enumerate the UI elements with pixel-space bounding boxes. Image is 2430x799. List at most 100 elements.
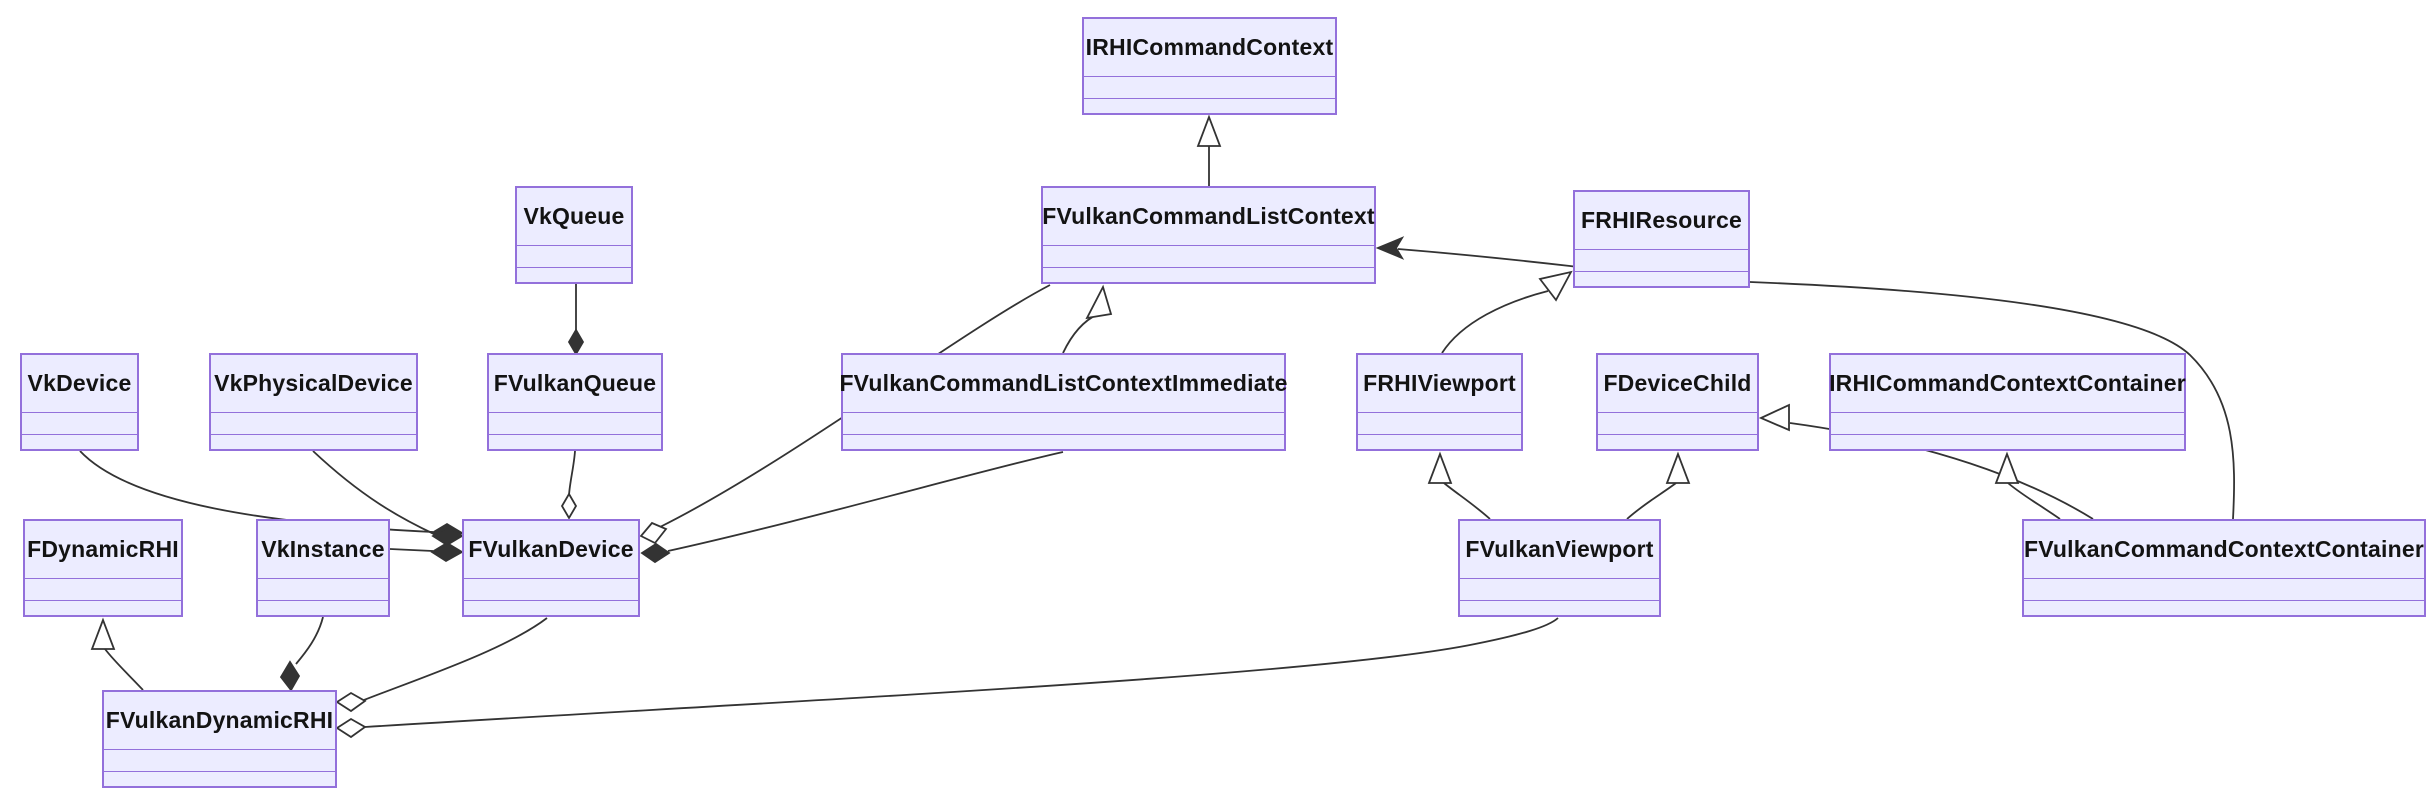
class-attributes-FRHIViewport (1358, 412, 1521, 434)
class-methods-VkInstance (258, 600, 388, 615)
composition-diamond-icon (567, 328, 585, 356)
class-attributes-IRHICommandContext (1084, 76, 1335, 98)
class-methods-IRHICommandContext (1084, 98, 1335, 113)
class-methods-FVulkanCommandContextContainer (2024, 600, 2424, 615)
class-methods-VkPhysicalDevice (211, 434, 416, 449)
class-attributes-VkDevice (22, 412, 137, 434)
aggregation-diamond-icon (335, 717, 367, 739)
class-methods-FVulkanDynamicRHI (104, 771, 335, 786)
class-box-FVulkanCommandListContext: FVulkanCommandListContext (1041, 186, 1376, 284)
class-methods-VkDevice (22, 434, 137, 449)
class-methods-FDeviceChild (1598, 434, 1757, 449)
edge-FVulkanDynamicRHI-FVulkanDevice (363, 617, 548, 701)
class-attributes-FDeviceChild (1598, 412, 1757, 434)
class-attributes-VkQueue (517, 245, 631, 267)
edge-FRHIViewport-FRHIResource (1441, 290, 1549, 354)
inheritance-triangle-icon (1196, 114, 1222, 147)
composition-diamond-icon (640, 542, 671, 564)
class-methods-FVulkanCommandListContext (1043, 267, 1374, 282)
class-title-FRHIViewport: FRHIViewport (1363, 370, 1516, 396)
class-attributes-VkPhysicalDevice (211, 412, 416, 434)
class-box-IRHICommandContext: IRHICommandContext (1082, 17, 1337, 115)
class-title-VkPhysicalDevice: VkPhysicalDevice (214, 370, 413, 396)
class-methods-IRHICommandContextContainer (1831, 434, 2184, 449)
class-title-FVulkanQueue: FVulkanQueue (493, 370, 657, 396)
class-attributes-FRHIResource (1575, 249, 1748, 271)
class-title-FDeviceChild: FDeviceChild (1603, 370, 1752, 396)
class-box-VkInstance: VkInstance (256, 519, 390, 617)
class-box-FRHIResource: FRHIResource (1573, 190, 1750, 288)
class-box-FDeviceChild: FDeviceChild (1596, 353, 1759, 451)
class-title-IRHICommandContext: IRHICommandContext (1085, 34, 1334, 60)
class-methods-FVulkanCommandListContextImmediate (843, 434, 1284, 449)
edge-FVulkanCommandListContextImmediate-FVulkanCommandListContext (1062, 313, 1099, 354)
edge-FVulkanDevice-VkInstance (389, 548, 434, 552)
class-title-VkInstance: VkInstance (261, 536, 385, 562)
edge-FVulkanViewport-FDeviceChild (1626, 482, 1677, 520)
class-box-FRHIViewport: FRHIViewport (1356, 353, 1523, 451)
class-box-FVulkanViewport: FVulkanViewport (1458, 519, 1661, 617)
class-title-FRHIResource: FRHIResource (1581, 207, 1742, 233)
class-title-FVulkanCommandListContextImmediate: FVulkanCommandListContextImmediate (839, 370, 1288, 396)
edge-FVulkanViewport-FRHIViewport (1443, 482, 1491, 520)
class-box-FVulkanCommandListContextImmediate: FVulkanCommandListContextImmediate (839, 353, 1288, 451)
class-attributes-FDynamicRHI (25, 578, 181, 600)
class-title-FVulkanViewport: FVulkanViewport (1465, 536, 1654, 562)
edge-FVulkanDynamicRHI-VkInstance (295, 616, 324, 665)
inheritance-triangle-icon (1665, 451, 1691, 484)
aggregation-diamond-icon (560, 492, 578, 520)
class-attributes-FVulkanCommandContextContainer (2024, 578, 2424, 600)
edge-FVulkanCommandContextContainer-FVulkanCommandListContext (1397, 248, 2235, 520)
composition-diamond-icon (430, 541, 464, 563)
aggregation-diamond-icon (335, 691, 367, 713)
class-title-FDynamicRHI: FDynamicRHI (27, 536, 179, 562)
inheritance-triangle-icon (90, 617, 116, 650)
class-title-IRHICommandContextContainer: IRHICommandContextContainer (1829, 370, 2186, 396)
inheritance-triangle-icon (1994, 451, 2020, 484)
composition-diamond-icon (279, 660, 301, 692)
class-title-FVulkanCommandListContext: FVulkanCommandListContext (1042, 203, 1375, 229)
class-attributes-FVulkanDynamicRHI (104, 749, 335, 771)
class-methods-FRHIViewport (1358, 434, 1521, 449)
class-attributes-VkInstance (258, 578, 388, 600)
inheritance-triangle-icon (1427, 451, 1453, 484)
class-box-FVulkanDynamicRHI: FVulkanDynamicRHI (102, 690, 337, 788)
edge-FVulkanDynamicRHI-FDynamicRHI (104, 648, 144, 691)
edge-FVulkanDevice-VkPhysicalDevice (312, 450, 435, 535)
class-attributes-FVulkanDevice (464, 578, 638, 600)
class-attributes-FVulkanQueue (489, 412, 661, 434)
inheritance-triangle-icon (1538, 270, 1573, 302)
class-box-VkDevice: VkDevice (20, 353, 139, 451)
class-methods-FDynamicRHI (25, 600, 181, 615)
class-attributes-FVulkanViewport (1460, 578, 1659, 600)
inheritance-triangle-icon (1758, 403, 1790, 432)
class-title-FVulkanCommandContextContainer: FVulkanCommandContextContainer (2024, 536, 2425, 562)
class-title-VkQueue: VkQueue (523, 203, 625, 229)
class-methods-FVulkanDevice (464, 600, 638, 615)
class-box-FDynamicRHI: FDynamicRHI (23, 519, 183, 617)
class-box-FVulkanCommandContextContainer: FVulkanCommandContextContainer (2022, 519, 2426, 617)
class-box-VkQueue: VkQueue (515, 186, 633, 284)
edge-FVulkanDevice-FVulkanCommandListContextImmediate (667, 451, 1064, 552)
class-box-VkPhysicalDevice: VkPhysicalDevice (209, 353, 418, 451)
aggregation-diamond-icon (639, 521, 668, 545)
composition-diamond-icon (431, 525, 464, 547)
class-methods-FRHIResource (1575, 271, 1748, 286)
class-title-FVulkanDynamicRHI: FVulkanDynamicRHI (105, 707, 334, 733)
class-attributes-FVulkanCommandListContext (1043, 245, 1374, 267)
edge-FVulkanDynamicRHI-FVulkanViewport (364, 617, 1559, 728)
class-attributes-FVulkanCommandListContextImmediate (843, 412, 1284, 434)
inheritance-triangle-icon (1085, 284, 1113, 320)
class-methods-VkQueue (517, 267, 631, 282)
class-box-FVulkanQueue: FVulkanQueue (487, 353, 663, 451)
class-methods-FVulkanViewport (1460, 600, 1659, 615)
class-title-VkDevice: VkDevice (27, 370, 132, 396)
class-attributes-IRHICommandContextContainer (1831, 412, 2184, 434)
class-box-FVulkanDevice: FVulkanDevice (462, 519, 640, 617)
class-box-IRHICommandContextContainer: IRHICommandContextContainer (1829, 353, 2186, 451)
edge-FVulkanCommandContextContainer-IRHICommandContextContainer (2007, 482, 2061, 520)
edge-FVulkanDevice-FVulkanQueue (568, 450, 576, 496)
class-title-FVulkanDevice: FVulkanDevice (468, 536, 634, 562)
